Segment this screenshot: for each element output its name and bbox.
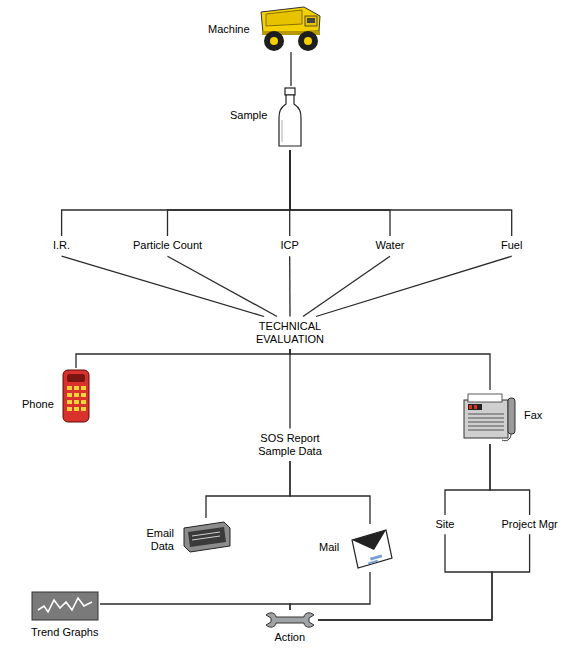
node-label: Mail bbox=[319, 541, 339, 554]
connector-line bbox=[290, 52, 291, 86]
node-label: Trend Graphs bbox=[31, 626, 98, 639]
node-label: TECHNICAL EVALUATION bbox=[241, 319, 340, 347]
truck-icon bbox=[258, 4, 324, 52]
trend-graph-node: Trend Graphs bbox=[30, 590, 100, 622]
connector-line bbox=[290, 572, 370, 610]
test-label-node: Water bbox=[374, 238, 407, 253]
test-label-node: Fuel bbox=[499, 238, 524, 253]
wrench-icon bbox=[262, 610, 318, 630]
connector-line bbox=[62, 256, 264, 316]
bottle-icon bbox=[276, 86, 304, 150]
email-icon bbox=[180, 518, 232, 556]
fax-icon bbox=[462, 390, 518, 444]
fax-node: Fax bbox=[462, 390, 518, 444]
connector-line bbox=[290, 349, 490, 390]
connector-line bbox=[290, 150, 390, 236]
report-node: SOS Report Sample Data bbox=[249, 431, 331, 459]
test-label-node: Particle Count bbox=[131, 238, 204, 253]
trend-icon bbox=[30, 590, 100, 622]
phone-icon bbox=[60, 368, 92, 424]
mail-icon bbox=[346, 524, 394, 572]
connector-line bbox=[290, 461, 370, 524]
node-label: Fax bbox=[524, 409, 542, 422]
connector-line bbox=[100, 604, 290, 610]
test-label-node: I.R. bbox=[51, 238, 72, 253]
connector-line bbox=[318, 534, 530, 620]
recipient-node: Site bbox=[434, 517, 457, 532]
connector-line bbox=[490, 444, 530, 515]
connector-line bbox=[290, 150, 512, 236]
node-label: ICP bbox=[279, 238, 301, 253]
connector-line bbox=[445, 444, 490, 515]
node-label: Email Data bbox=[134, 527, 174, 553]
connector-line bbox=[289, 349, 290, 429]
node-label: SOS Report Sample Data bbox=[249, 431, 331, 459]
connector-line bbox=[289, 256, 291, 316]
connector-line bbox=[62, 150, 290, 236]
recipient-node: Project Mgr bbox=[500, 517, 560, 532]
connector-line bbox=[318, 534, 492, 620]
connector-line bbox=[206, 461, 290, 518]
connector-line bbox=[168, 256, 278, 316]
node-label: Action bbox=[275, 631, 306, 644]
node-label: Machine bbox=[208, 23, 250, 36]
sample-node: Sample bbox=[276, 86, 304, 150]
test-label-node: ICP bbox=[279, 238, 301, 253]
connector-line bbox=[168, 150, 291, 236]
node-label: Fuel bbox=[499, 238, 524, 253]
node-label: Project Mgr bbox=[500, 517, 560, 532]
connector-line bbox=[316, 256, 512, 316]
email-node: Email Data bbox=[180, 518, 232, 556]
machine-node: Machine bbox=[258, 4, 324, 52]
node-label: Phone bbox=[22, 398, 54, 411]
connector-line bbox=[76, 349, 290, 368]
mail-node: Mail bbox=[346, 524, 394, 572]
node-label: Site bbox=[434, 517, 457, 532]
node-label: I.R. bbox=[51, 238, 72, 253]
node-label: Sample bbox=[230, 109, 267, 122]
action-node: Action bbox=[262, 610, 318, 630]
node-label: Water bbox=[374, 238, 407, 253]
node-label: Particle Count bbox=[131, 238, 204, 253]
evaluation-node: TECHNICAL EVALUATION bbox=[241, 319, 340, 347]
phone-node: Phone bbox=[60, 368, 92, 424]
